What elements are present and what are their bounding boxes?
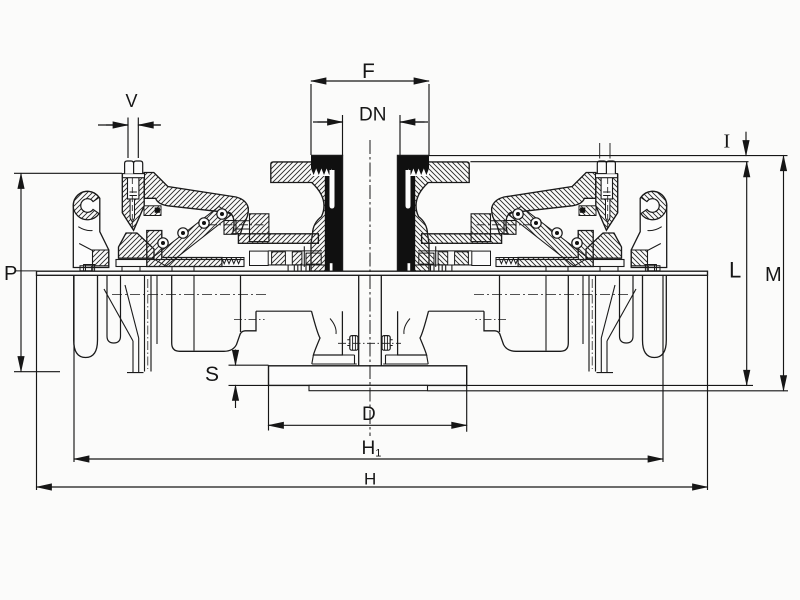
svg-text:H: H [364,470,376,489]
svg-text:F: F [362,60,375,83]
svg-text:L: L [729,258,741,283]
svg-text:P: P [4,263,17,285]
svg-text:DN: DN [359,105,386,126]
svg-text:S: S [205,363,219,386]
svg-text:D: D [362,404,376,425]
svg-text:I: I [724,131,731,153]
svg-text:M: M [765,264,782,286]
svg-text:V: V [126,91,138,111]
